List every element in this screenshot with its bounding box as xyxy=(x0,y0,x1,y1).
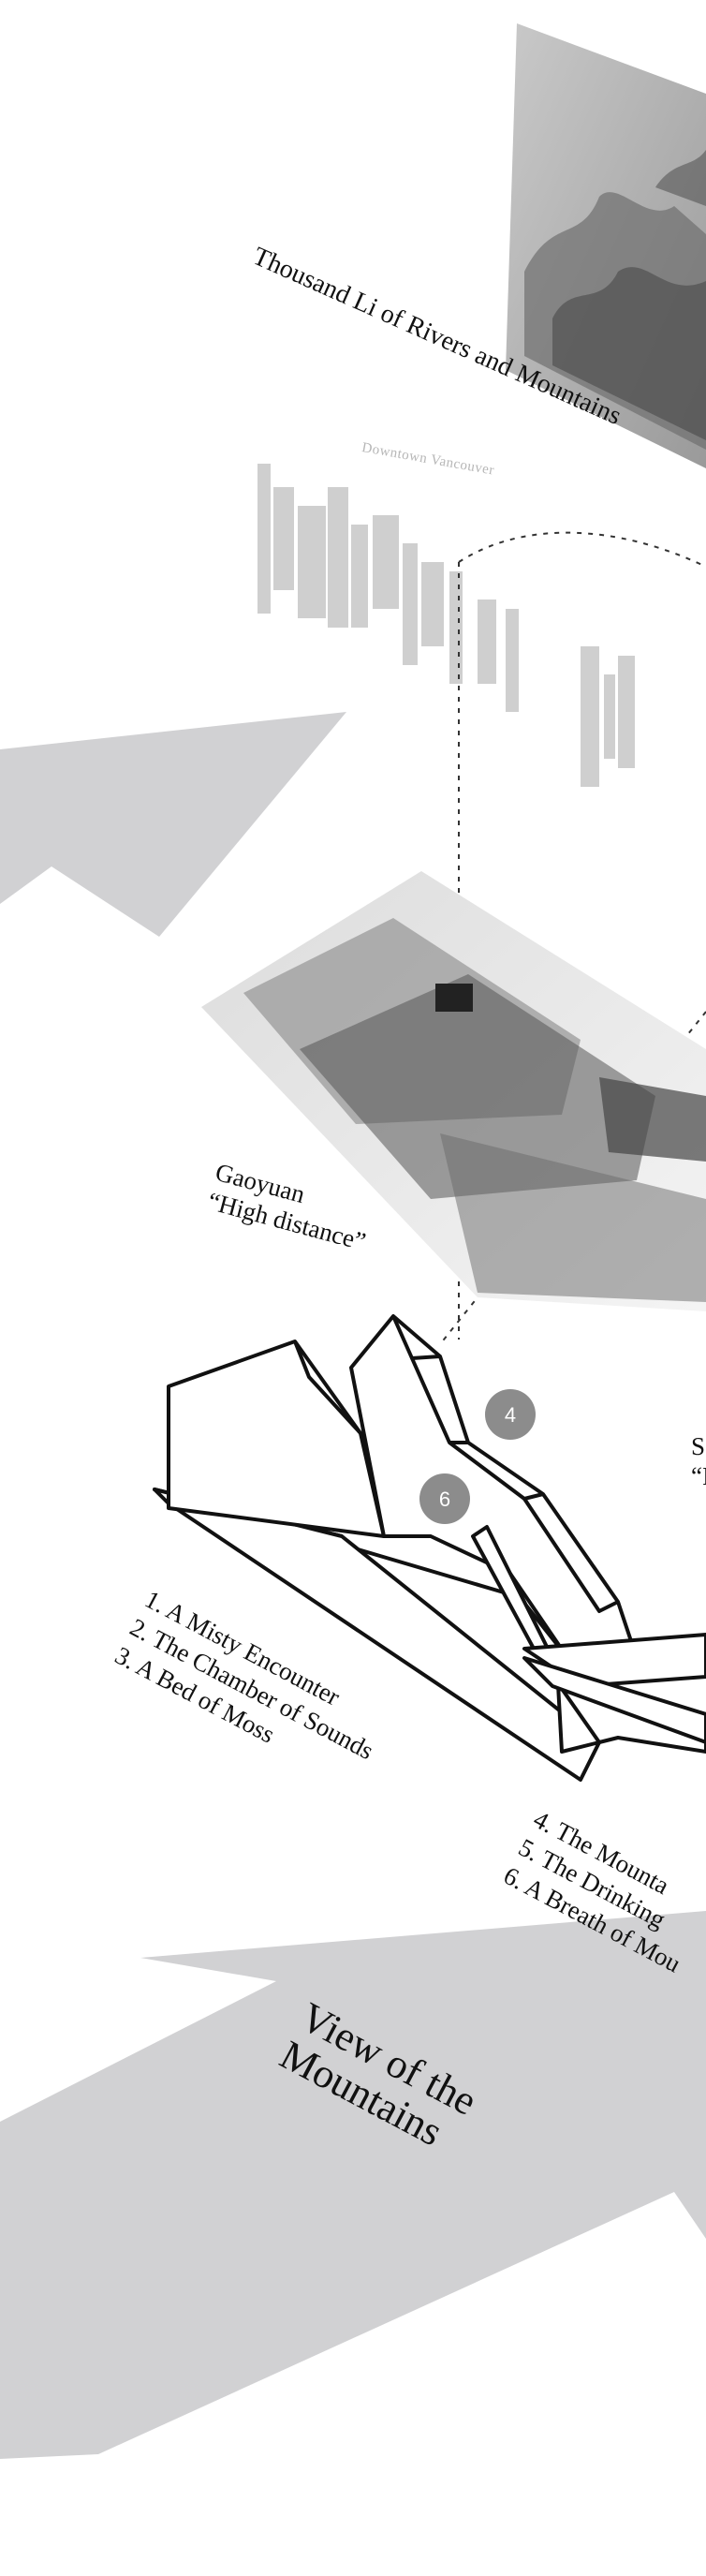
painting-image xyxy=(506,23,706,468)
right-edge-label: S “I xyxy=(691,1432,706,1490)
mountain-model xyxy=(153,1314,706,1782)
arrow-lower xyxy=(0,1911,706,2459)
badge-6: 6 xyxy=(419,1473,470,1524)
arrow-upper-head xyxy=(0,712,346,937)
svg-text:6: 6 xyxy=(439,1488,450,1511)
downtown-layer xyxy=(257,464,635,787)
city-image xyxy=(201,871,706,1311)
svg-text:4: 4 xyxy=(505,1403,516,1427)
badge-4: 4 xyxy=(485,1389,536,1440)
